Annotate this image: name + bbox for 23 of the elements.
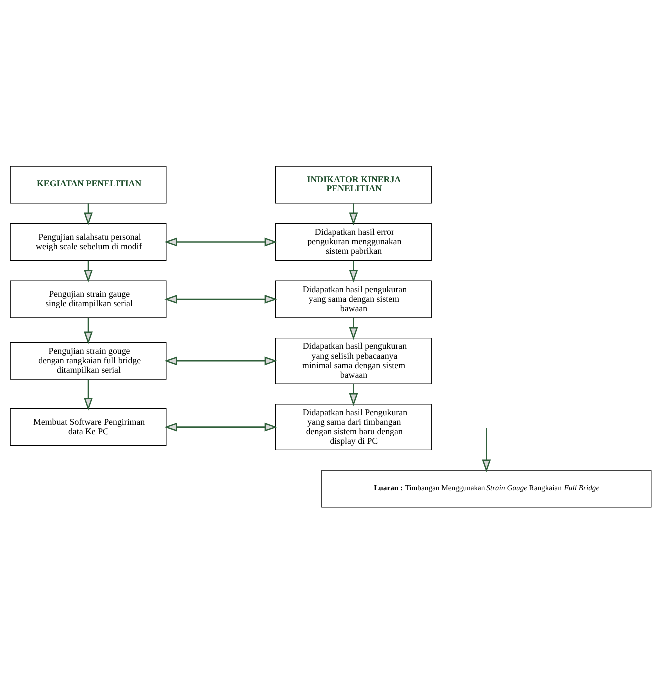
node-box: Didapatkan hasil pengukuran yang sama dengan sistem bawaan xyxy=(276,280,432,318)
arrow xyxy=(164,237,278,246)
node-box: Didapatkan hasil pengukuran yang selisih pebacaanya minimal sama dengan sistem bawaan xyxy=(276,337,432,384)
node-box: Pengujian salahsatu personal weigh scale sebelum di modif xyxy=(10,222,167,260)
arrow xyxy=(84,318,93,344)
arrow xyxy=(349,203,358,226)
node-box: INDIKATOR KINERJA PENELITIAN xyxy=(276,166,432,204)
arrow xyxy=(164,294,278,304)
arrow xyxy=(349,260,358,282)
node-box: Membuat Software Pengiriman data Ke PC xyxy=(10,408,167,446)
node-box: Didapatkan hasil Pengukuran yang sama dari timbangan dengan sistem baru dengan display di PC xyxy=(276,404,432,450)
arrow xyxy=(349,384,358,406)
node-box: Pengujian strain gauge single ditampilkan serial xyxy=(10,280,167,318)
arrow xyxy=(164,356,278,366)
node-box: Didapatkan hasil error pengukuran menggunakan sistem pabrikan xyxy=(276,222,432,260)
arrow xyxy=(482,428,492,472)
node-box: KEGIATAN PENELITIAN xyxy=(10,166,167,204)
arrow xyxy=(84,203,93,226)
arrow xyxy=(84,379,93,410)
arrow xyxy=(349,318,358,340)
arrow xyxy=(84,260,93,282)
arrow xyxy=(164,422,278,432)
node-box: Pengujian strain gouge dengan rangkaian full bridge ditampilkan serial xyxy=(10,342,167,380)
